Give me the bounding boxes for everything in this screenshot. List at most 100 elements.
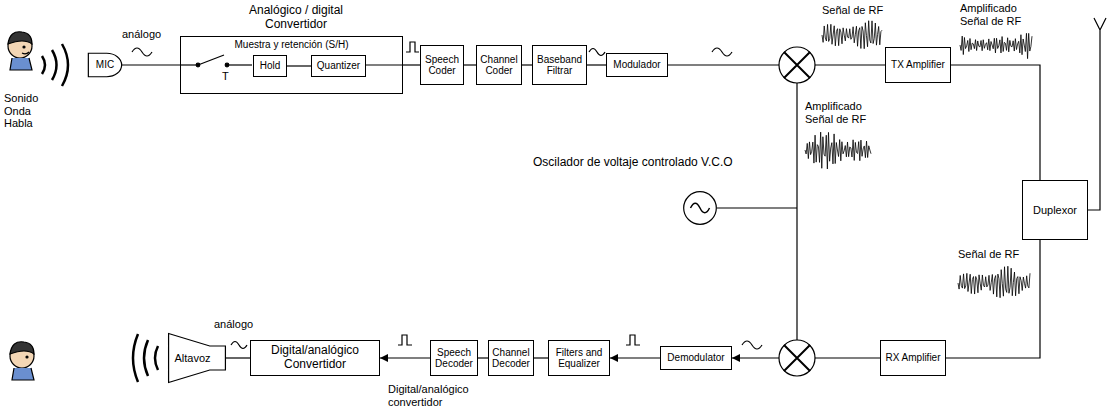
block-text: Muestra y retención (S/H): [184, 39, 399, 51]
process-box: Speech Coder: [420, 45, 464, 85]
process-box: Baseband Filtrar: [532, 45, 587, 85]
person-body: [12, 368, 34, 380]
clock-label: T: [222, 70, 236, 83]
rf-waveforms: [805, 21, 1032, 298]
signal-connector: [610, 357, 660, 358]
signal-connector: [478, 357, 488, 358]
switch-arm: [198, 55, 224, 65]
block-text: Quantizer: [315, 60, 362, 72]
signal-connector: [587, 64, 606, 65]
process-box: Speech Decoder: [430, 340, 478, 376]
signal-connector: [287, 65, 311, 66]
block-text: Channel Coder: [480, 54, 518, 77]
person-eye: [23, 46, 25, 48]
block-text: Speech Coder: [424, 54, 460, 77]
analog-wave-symbol: [231, 342, 247, 349]
digital-pulse-symbol: [398, 335, 412, 345]
mixer-circle: [779, 340, 815, 376]
block-text: Digital/analógico Convertidor: [254, 344, 376, 372]
rf-waveform: [822, 21, 882, 49]
block-text: Altavoz: [171, 352, 214, 365]
signal-connector: [380, 357, 430, 358]
sound-arc: [62, 44, 68, 86]
microphone: MIC: [88, 53, 122, 77]
speaker-shape: Altavoz: [168, 333, 226, 383]
amplifier-box: RX Amplifier: [880, 340, 946, 376]
process-box: Channel Decoder: [488, 340, 534, 376]
person-eye: [26, 356, 28, 358]
speaker-outline: [169, 334, 226, 383]
sound-arc: [42, 56, 45, 74]
rf-waveform: [960, 33, 1032, 58]
process-box: Filters and Equalizer: [548, 340, 610, 376]
block-text: Baseband Filtrar: [536, 54, 583, 77]
digital-pulse-symbol: [626, 335, 640, 345]
process-box: Channel Coder: [476, 45, 522, 85]
mixer-symbol: [779, 340, 815, 376]
signal-connector: [668, 64, 885, 65]
signal-label: Amplificado Señal de RF: [960, 2, 1032, 27]
block-text: Speech Decoder: [434, 347, 474, 370]
person-icon: [10, 342, 34, 380]
signal-connector: [951, 65, 1040, 180]
signal-connector: [946, 240, 1040, 358]
analog-wave-symbol: [712, 48, 732, 56]
process-box: Modulador: [606, 53, 668, 77]
block-text: Modulador: [610, 59, 664, 71]
mixer-cross: [784, 52, 810, 78]
block-text: RX Amplifier: [884, 352, 942, 364]
process-box: Quantizer: [311, 55, 366, 77]
sound-waves: [42, 44, 68, 86]
block-text: TX Amplifier: [889, 59, 947, 71]
mixer-circle: [779, 47, 815, 83]
signal-label: análogo: [122, 28, 182, 41]
person-hair: [10, 342, 34, 354]
rf-waveform: [805, 132, 871, 169]
antenna-symbol: [1088, 18, 1106, 210]
process-box: Demodulator: [660, 346, 732, 370]
person-mouth: [22, 52, 29, 54]
digital-pulse-symbol: [406, 42, 419, 52]
analog-wave-symbol: [742, 341, 762, 349]
sound-arc: [52, 50, 57, 80]
signal-connector: [403, 64, 420, 65]
signal-connector: [534, 357, 548, 358]
signal-label: Amplificado Señal de RF: [805, 100, 877, 125]
sine-symbol: [690, 203, 709, 213]
signal-label: Señal de RF: [958, 248, 1030, 261]
vco-wire: [796, 83, 797, 340]
block-heading: Analógico / digital Convertidor: [226, 4, 366, 32]
person-body: [10, 58, 32, 70]
block-text: Filters and Equalizer: [552, 347, 606, 370]
signal-label: análogo: [214, 318, 274, 331]
mixer-symbol: [779, 47, 815, 83]
signal-connector: [122, 64, 180, 65]
analog-wave-symbol: [132, 48, 152, 56]
mic-outline: [88, 53, 121, 77]
mixer-cross: [784, 345, 810, 371]
block-heading: Oscilador de voltaje controlado V.C.O: [533, 156, 783, 170]
signal-connector: [464, 64, 476, 65]
block-text: Hold: [257, 60, 283, 72]
analog-wave-symbol: [589, 49, 605, 56]
sound-arc: [155, 346, 158, 370]
converter-box: Digital/analógico Convertidor: [250, 340, 380, 376]
sound-arc: [144, 340, 148, 376]
oscillator-circle: Oscilador de voltaje controlado V.C.O: [683, 191, 717, 225]
sound-waves: [133, 334, 158, 382]
oscillator-outline: [684, 192, 717, 225]
oscillator-circle-outline: [683, 191, 717, 225]
sound-arc: [133, 334, 138, 382]
wire: [180, 64, 198, 65]
adc-block: Analógico / digital ConvertidorMuestra y…: [180, 36, 403, 94]
switch-pivot: [196, 63, 200, 67]
wire: [227, 64, 252, 65]
vco-wire: [717, 207, 797, 208]
block-text: Demodulator: [664, 352, 728, 364]
block-text: Channel Decoder: [492, 347, 530, 370]
wire: [365, 64, 403, 65]
rf-waveform: [958, 266, 1030, 298]
person-hair: [8, 32, 32, 44]
block-text: Duplexor: [1026, 204, 1084, 217]
